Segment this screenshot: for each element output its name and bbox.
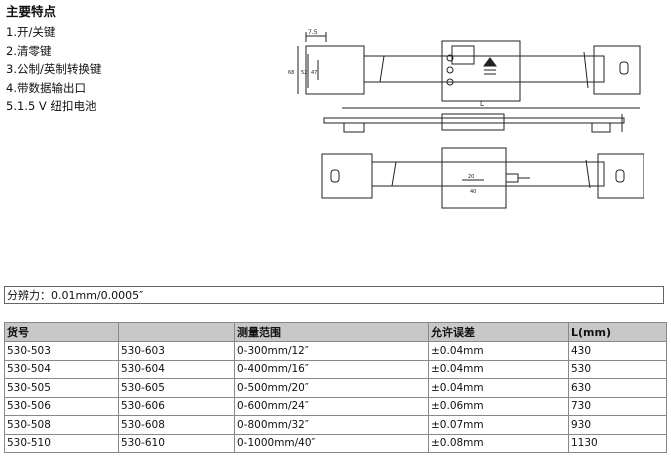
dim-top-label: 7.5	[308, 29, 318, 36]
dim-small-label: 40	[470, 189, 476, 195]
cell-part-no-2: 530-605	[118, 378, 235, 398]
back-view-beam	[371, 161, 605, 187]
cell-part-no: 530-505	[4, 378, 119, 398]
feature-item: 2.清零键	[6, 43, 52, 58]
button-icon	[446, 54, 454, 62]
table-row: 530-505 530-605 0-500mm/20″ ±0.04mm 630	[4, 378, 667, 398]
slot-icon	[330, 169, 340, 183]
header-part-no: 货号	[4, 322, 119, 342]
table-row: 530-506 530-606 0-600mm/24″ ±0.06mm 730	[4, 396, 667, 416]
cell-accuracy: ±0.04mm	[428, 341, 569, 361]
slot-icon	[619, 61, 629, 75]
header-accuracy: 允许误差	[428, 322, 569, 342]
feature-item: 4.带数据输出口	[6, 80, 86, 95]
feature-item: 3.公制/英制转换键	[6, 62, 102, 76]
header-part-no-2	[118, 322, 235, 342]
cell-range: 0-300mm/12″	[234, 341, 429, 361]
brand-triangle-icon	[483, 57, 497, 67]
cell-range: 0-600mm/24″	[234, 396, 429, 416]
cell-part-no-2: 530-606	[118, 396, 235, 416]
button-icon	[446, 66, 454, 74]
header-range: 测量范围	[234, 322, 429, 342]
data-output-port-icon	[505, 173, 519, 183]
features-section: 主要特点 1.开/关键 2.清零键 3.公制/英制转换键 4.带数据输出口 5.…	[6, 4, 306, 116]
cell-part-no: 530-503	[4, 341, 119, 361]
resolution-info: 分辨力：0.01mm/0.0005″	[4, 286, 664, 304]
caliper-technical-drawing: 7.5 L 68 52 47 20 40	[288, 29, 644, 209]
feature-item: 5.1.5 V 纽扣电池	[6, 99, 97, 113]
table-row: 530-504 530-604 0-400mm/16″ ±0.04mm 530	[4, 359, 667, 379]
cell-part-no: 530-504	[4, 359, 119, 379]
cell-part-no: 530-508	[4, 415, 119, 435]
cell-range: 0-500mm/20″	[234, 378, 429, 398]
table-row: 530-503 530-603 0-300mm/12″ ±0.04mm 430	[4, 341, 667, 361]
button-icon	[446, 78, 454, 86]
side-view-left-tab	[343, 122, 365, 133]
cell-part-no: 530-506	[4, 396, 119, 416]
dim-length-label: L	[480, 100, 484, 108]
cell-length: 530	[568, 359, 667, 379]
cell-accuracy: ±0.04mm	[428, 378, 569, 398]
cell-range: 0-400mm/16″	[234, 359, 429, 379]
dim-side-label: 52	[301, 70, 307, 76]
cell-part-no-2: 530-610	[118, 433, 235, 453]
front-view-slider	[441, 40, 521, 102]
cell-length: 430	[568, 341, 667, 361]
cell-length: 1130	[568, 433, 667, 453]
cell-part-no: 530-510	[4, 433, 119, 453]
features-list: 1.开/关键 2.清零键 3.公制/英制转换键 4.带数据输出口 5.1.5 V…	[6, 23, 306, 116]
spec-table: 货号 测量范围 允许误差 L(mm) 530-503 530-603 0-300…	[4, 322, 667, 453]
cell-range: 0-800mm/32″	[234, 415, 429, 435]
front-view-beam	[363, 55, 605, 83]
lcd-display-icon	[451, 45, 475, 65]
back-view-left-jaw	[321, 153, 373, 199]
cell-length: 630	[568, 378, 667, 398]
cell-accuracy: ±0.06mm	[428, 396, 569, 416]
slot-icon	[615, 169, 625, 183]
cell-length: 930	[568, 415, 667, 435]
cell-part-no-2: 530-608	[118, 415, 235, 435]
dim-side-label: 47	[311, 70, 317, 76]
cell-length: 730	[568, 396, 667, 416]
dim-small-label: 20	[468, 174, 474, 180]
dim-side-label: 68	[288, 70, 294, 76]
side-view-right-tab	[591, 122, 611, 133]
table-row: 530-508 530-608 0-800mm/32″ ±0.07mm 930	[4, 415, 667, 435]
back-view-right-jaw	[597, 153, 644, 199]
side-view-beam	[323, 117, 625, 124]
table-row: 530-510 530-610 0-1000mm/40″ ±0.08mm 113…	[4, 433, 667, 453]
cell-accuracy: ±0.04mm	[428, 359, 569, 379]
spec-table-header-row: 货号 测量范围 允许误差 L(mm)	[4, 322, 667, 342]
features-title: 主要特点	[6, 4, 57, 19]
cell-part-no-2: 530-604	[118, 359, 235, 379]
cell-part-no-2: 530-603	[118, 341, 235, 361]
front-view-right-jaw	[593, 45, 641, 95]
cell-range: 0-1000mm/40″	[234, 433, 429, 453]
feature-item: 1.开/关键	[6, 25, 56, 39]
cell-accuracy: ±0.07mm	[428, 415, 569, 435]
cell-accuracy: ±0.08mm	[428, 433, 569, 453]
header-length: L(mm)	[568, 322, 667, 342]
side-view-slider	[441, 113, 505, 131]
